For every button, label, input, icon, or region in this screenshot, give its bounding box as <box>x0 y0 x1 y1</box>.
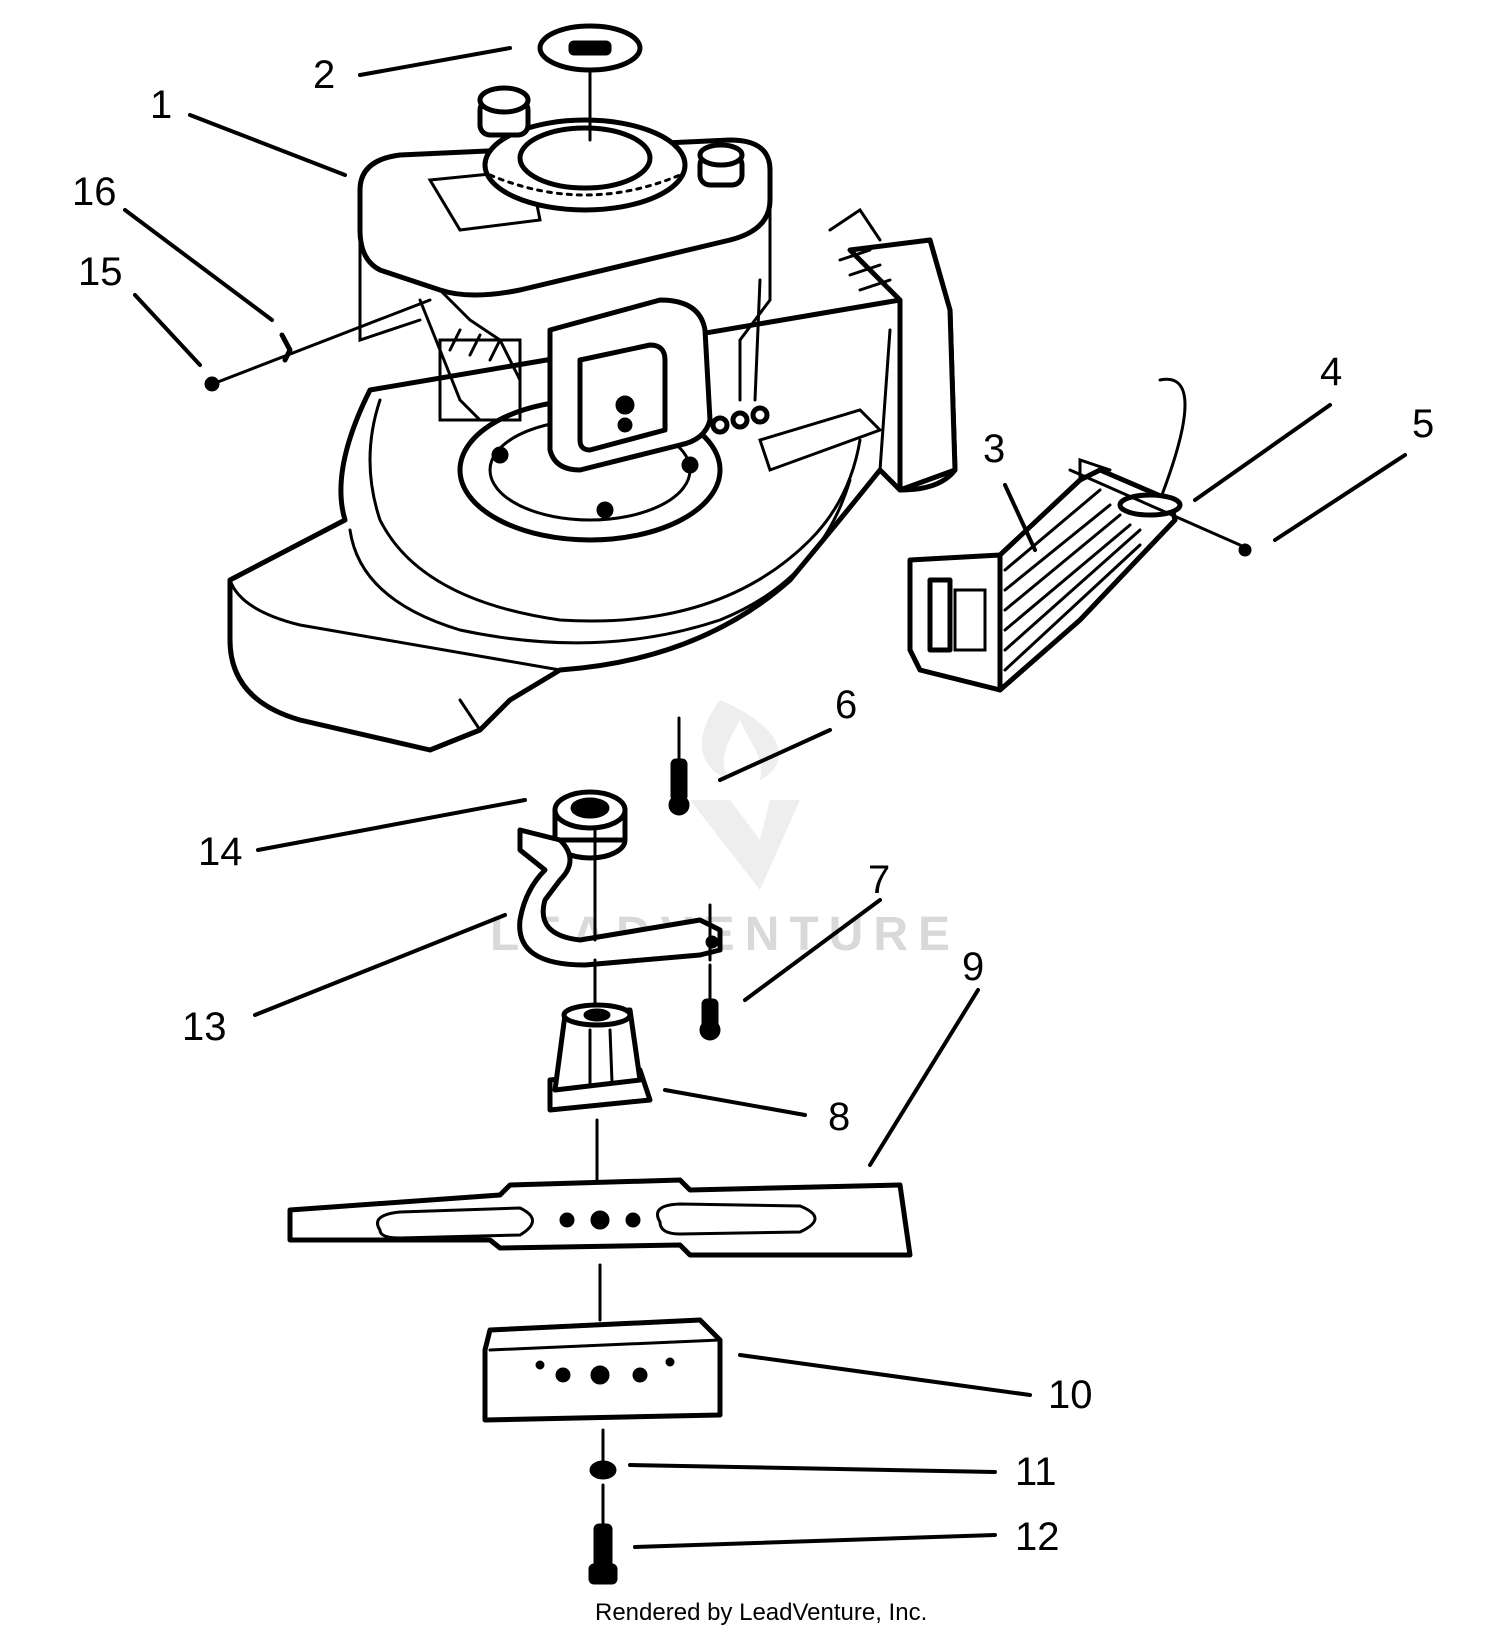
callout-7: 7 <box>868 858 890 902</box>
part-15-screw <box>204 376 220 392</box>
callout-9: 9 <box>962 945 984 989</box>
part-11-washer <box>589 1428 617 1527</box>
part-7-bolt <box>699 903 721 1041</box>
part-10-stiffener <box>482 1317 723 1423</box>
part-16-clip <box>208 298 432 387</box>
callout-5: 5 <box>1412 402 1434 446</box>
callout-2: 2 <box>313 53 335 97</box>
callout-8: 8 <box>828 1095 850 1139</box>
callout-15: 15 <box>78 250 123 294</box>
callout-13: 13 <box>182 1005 227 1049</box>
part-12-bolt <box>588 1523 618 1585</box>
callout-4: 4 <box>1320 350 1342 394</box>
credit-text: Rendered by LeadVenture, Inc. <box>595 1599 927 1626</box>
leader-lines <box>123 46 1407 1549</box>
engine <box>357 85 773 473</box>
callout-3: 3 <box>983 427 1005 471</box>
part-9-blade <box>287 1177 913 1322</box>
part-14-pulley <box>552 789 628 861</box>
callout-16: 16 <box>72 170 117 214</box>
part-6-bolt <box>668 716 690 816</box>
callout-10: 10 <box>1048 1373 1093 1417</box>
callout-12: 12 <box>1015 1515 1060 1559</box>
callout-14: 14 <box>198 830 243 874</box>
callout-1: 1 <box>150 83 172 127</box>
watermark-logo <box>690 700 800 890</box>
callout-numbers: 1 2 3 4 5 6 7 8 9 10 11 12 13 14 15 16 <box>72 53 1434 1559</box>
mower-deck <box>227 207 958 753</box>
callout-6: 6 <box>835 683 857 727</box>
discharge-deflector <box>907 377 1252 693</box>
part-2-cap <box>537 23 643 142</box>
part-8-adapter <box>547 1002 653 1207</box>
callout-11: 11 <box>1015 1450 1057 1494</box>
